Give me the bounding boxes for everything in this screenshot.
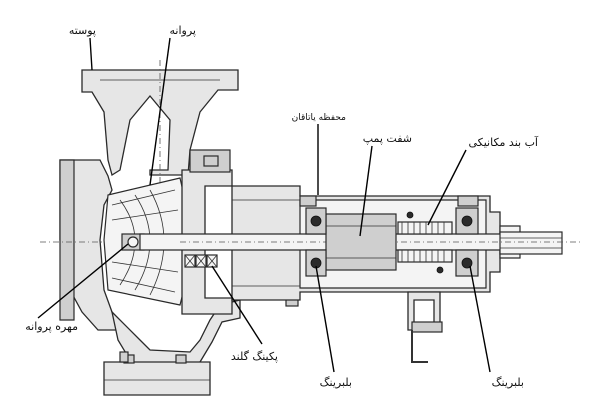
label-ball-bearing-1: بلبرینگ <box>320 376 352 389</box>
mechanical-seal <box>397 211 453 274</box>
leader-impeller <box>149 37 171 186</box>
label-bearing-housing: محفظه یاتاقان <box>292 113 347 123</box>
leader-packing-gland <box>211 265 263 345</box>
stuffing-box <box>181 149 299 315</box>
label-ball-bearing-2: بلبرینگ <box>492 376 524 389</box>
label-pump-shaft: شفت پمپ <box>363 132 412 145</box>
label-packing-gland: پکینگ گلند <box>231 350 278 363</box>
leader-ball-bearing-1 <box>315 265 335 373</box>
label-impeller-nut: مهره پروانه <box>25 320 78 333</box>
leader-casing <box>89 37 93 71</box>
leader-pump-shaft <box>359 145 373 237</box>
ball-bearing-outboard <box>455 207 479 277</box>
leader-impeller-nut <box>37 243 129 319</box>
pump-casing <box>40 60 300 396</box>
label-casing: پوسته <box>69 24 96 37</box>
ball-bearing-inboard <box>305 207 327 277</box>
label-mechanical-seal: آب بند مکانیکی <box>468 135 538 149</box>
leader-lines <box>37 37 491 373</box>
label-impeller: پروانه <box>170 24 196 37</box>
leader-ball-bearing-2 <box>469 265 491 373</box>
leader-mechanical-seal <box>427 149 467 226</box>
